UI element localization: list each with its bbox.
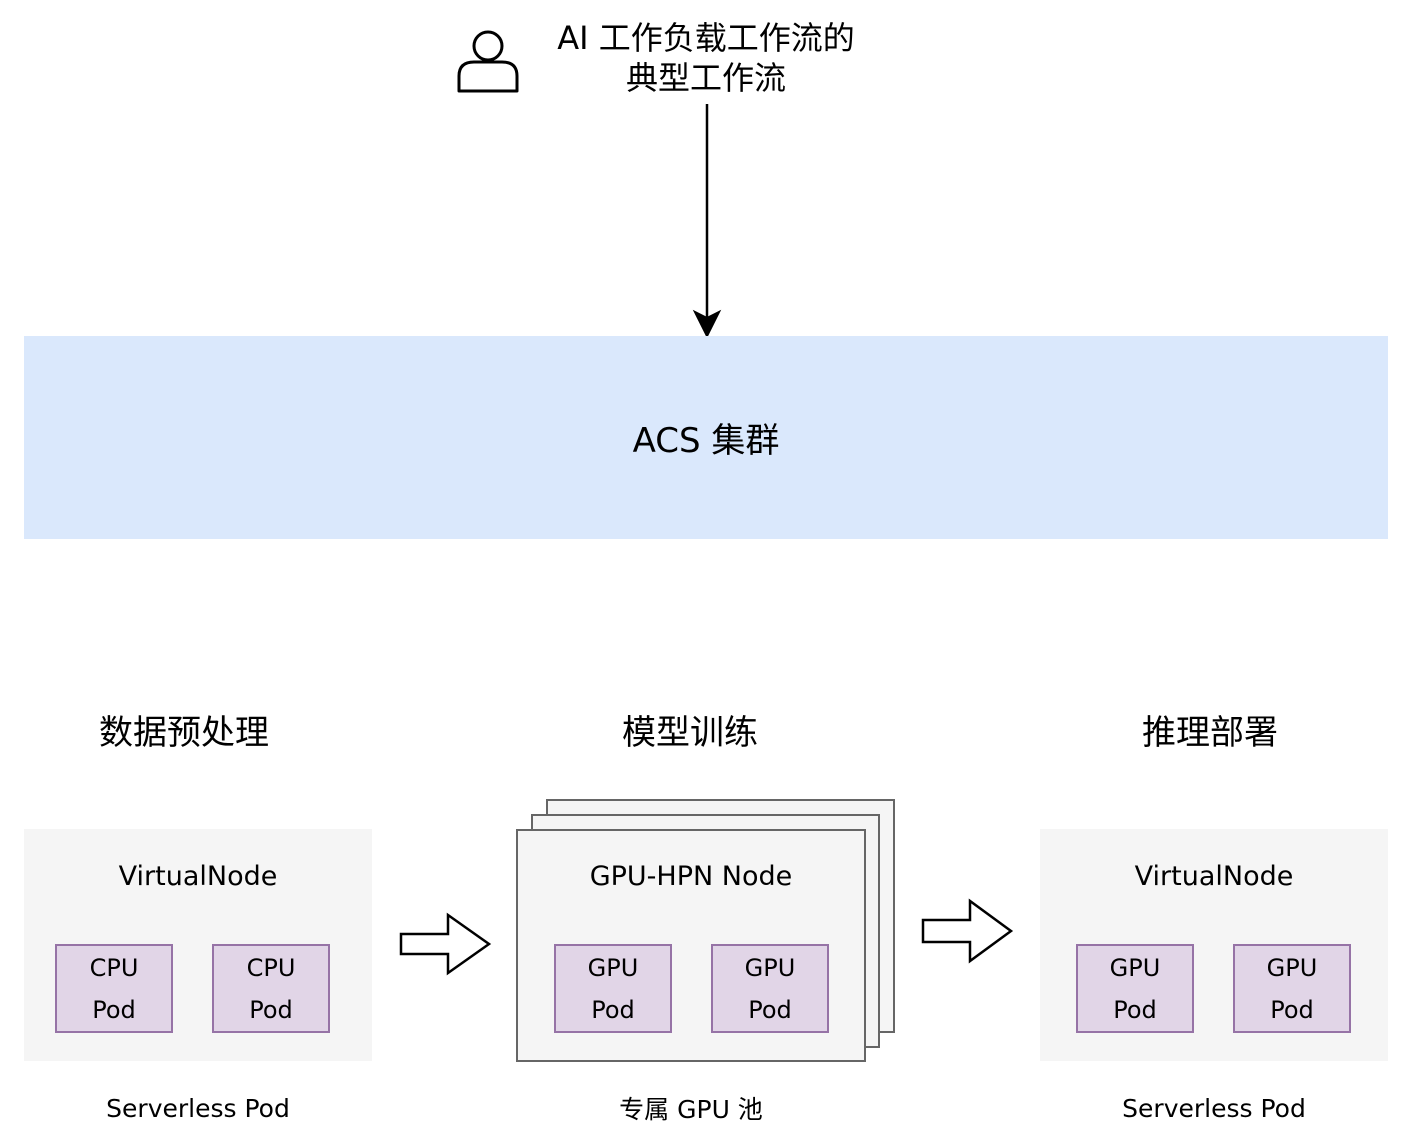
pod-label: Pod xyxy=(249,995,293,1024)
stage-title-preprocess: 数据预处理 xyxy=(99,712,269,753)
pod-type-label: CPU xyxy=(89,953,139,982)
acs-cluster: ACS 集群 xyxy=(24,336,1388,539)
pod-type-label: GPU xyxy=(744,953,796,982)
cpu-pod-1: CPU Pod xyxy=(55,944,173,1033)
down-arrow xyxy=(692,104,722,339)
pod-label: Pod xyxy=(748,995,792,1024)
pod-label: Pod xyxy=(1270,995,1314,1024)
caption-preprocess: Serverless Pod xyxy=(106,1093,290,1123)
pod-type-label: GPU xyxy=(1109,953,1161,982)
node-title-preprocess: VirtualNode xyxy=(118,860,278,892)
node-title-inference: VirtualNode xyxy=(1134,860,1294,892)
flow-arrow-1 xyxy=(399,912,492,976)
node-title-training: GPU-HPN Node xyxy=(589,860,793,892)
gpu-pod-training-2: GPU Pod xyxy=(711,944,829,1033)
user-icon xyxy=(457,30,519,93)
flow-arrow-2 xyxy=(921,898,1014,964)
caption-inference: Serverless Pod xyxy=(1122,1093,1306,1123)
gpu-pod-inference-2: GPU Pod xyxy=(1233,944,1351,1033)
workflow-title-line2: 典型工作流 xyxy=(625,59,786,97)
workflow-title: AI 工作负载工作流的 典型工作流 xyxy=(536,18,876,98)
acs-cluster-label: ACS 集群 xyxy=(632,421,780,461)
gpu-pod-training-1: GPU Pod xyxy=(554,944,672,1033)
stage-title-training: 模型训练 xyxy=(622,712,758,753)
cpu-pod-2: CPU Pod xyxy=(212,944,330,1033)
gpu-pod-inference-1: GPU Pod xyxy=(1076,944,1194,1033)
pod-label: Pod xyxy=(591,995,635,1024)
caption-training: 专属 GPU 池 xyxy=(619,1095,763,1124)
stage-title-inference: 推理部署 xyxy=(1142,712,1278,753)
pod-type-label: GPU xyxy=(1266,953,1318,982)
pod-type-label: CPU xyxy=(246,953,296,982)
pod-label: Pod xyxy=(1113,995,1157,1024)
pod-type-label: GPU xyxy=(587,953,639,982)
pod-label: Pod xyxy=(92,995,136,1024)
workflow-title-line1: AI 工作负载工作流的 xyxy=(557,19,855,57)
